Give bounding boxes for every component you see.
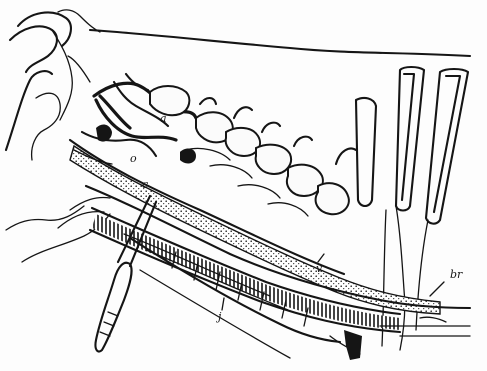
trachea-stack [90, 208, 400, 332]
neck-outline [58, 10, 470, 82]
label-br: br [450, 268, 463, 281]
label-c: c [142, 178, 148, 191]
label-o: o [130, 152, 137, 165]
label-v: v [316, 262, 323, 275]
label-a: a [160, 112, 167, 125]
label-j: j [215, 310, 222, 323]
